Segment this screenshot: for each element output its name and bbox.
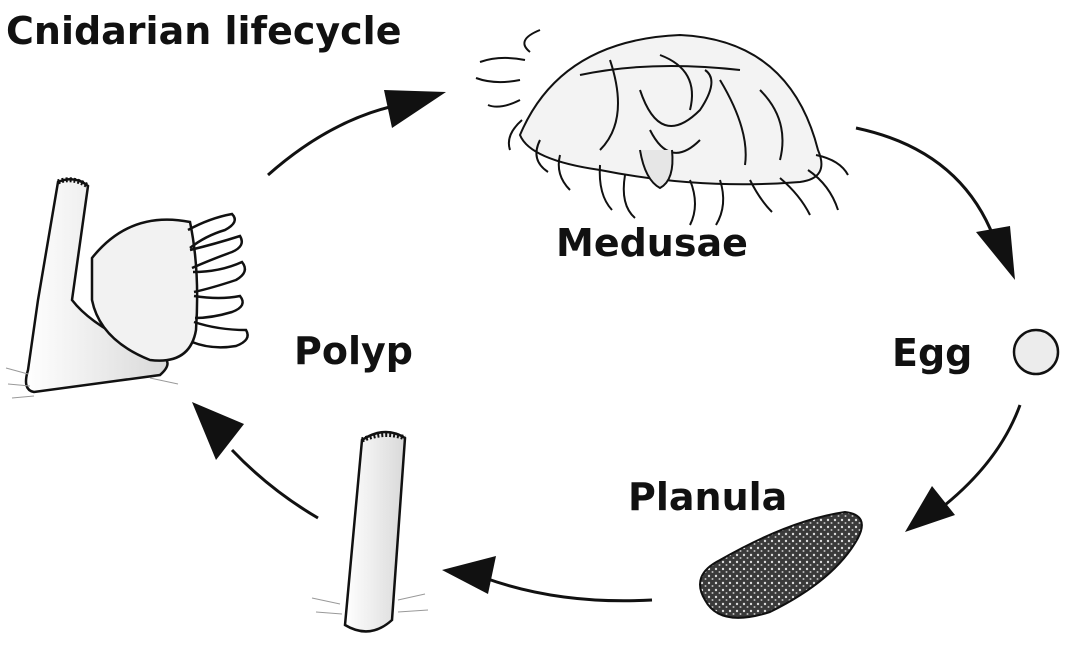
- diagram-title: Cnidarian lifecycle: [6, 9, 402, 53]
- medusa-drawing: [475, 29, 849, 226]
- label-egg: Egg: [892, 331, 973, 375]
- arrow-egg-to-planula: [905, 404, 1022, 532]
- planula-drawing: [699, 510, 863, 619]
- arrow-young-polyp-to-polyp: [192, 402, 319, 520]
- label-planula: Planula: [628, 475, 788, 519]
- label-polyp: Polyp: [294, 329, 413, 373]
- label-medusae: Medusae: [556, 221, 748, 265]
- egg-drawing: [1012, 328, 1060, 376]
- polyp-drawing: [5, 177, 249, 399]
- young-polyp-drawing: [311, 430, 429, 633]
- arrow-polyp-to-medusae: [267, 90, 446, 177]
- arrow-medusae-to-egg: [855, 126, 1015, 280]
- arrow-planula-to-young-polyp: [442, 556, 653, 603]
